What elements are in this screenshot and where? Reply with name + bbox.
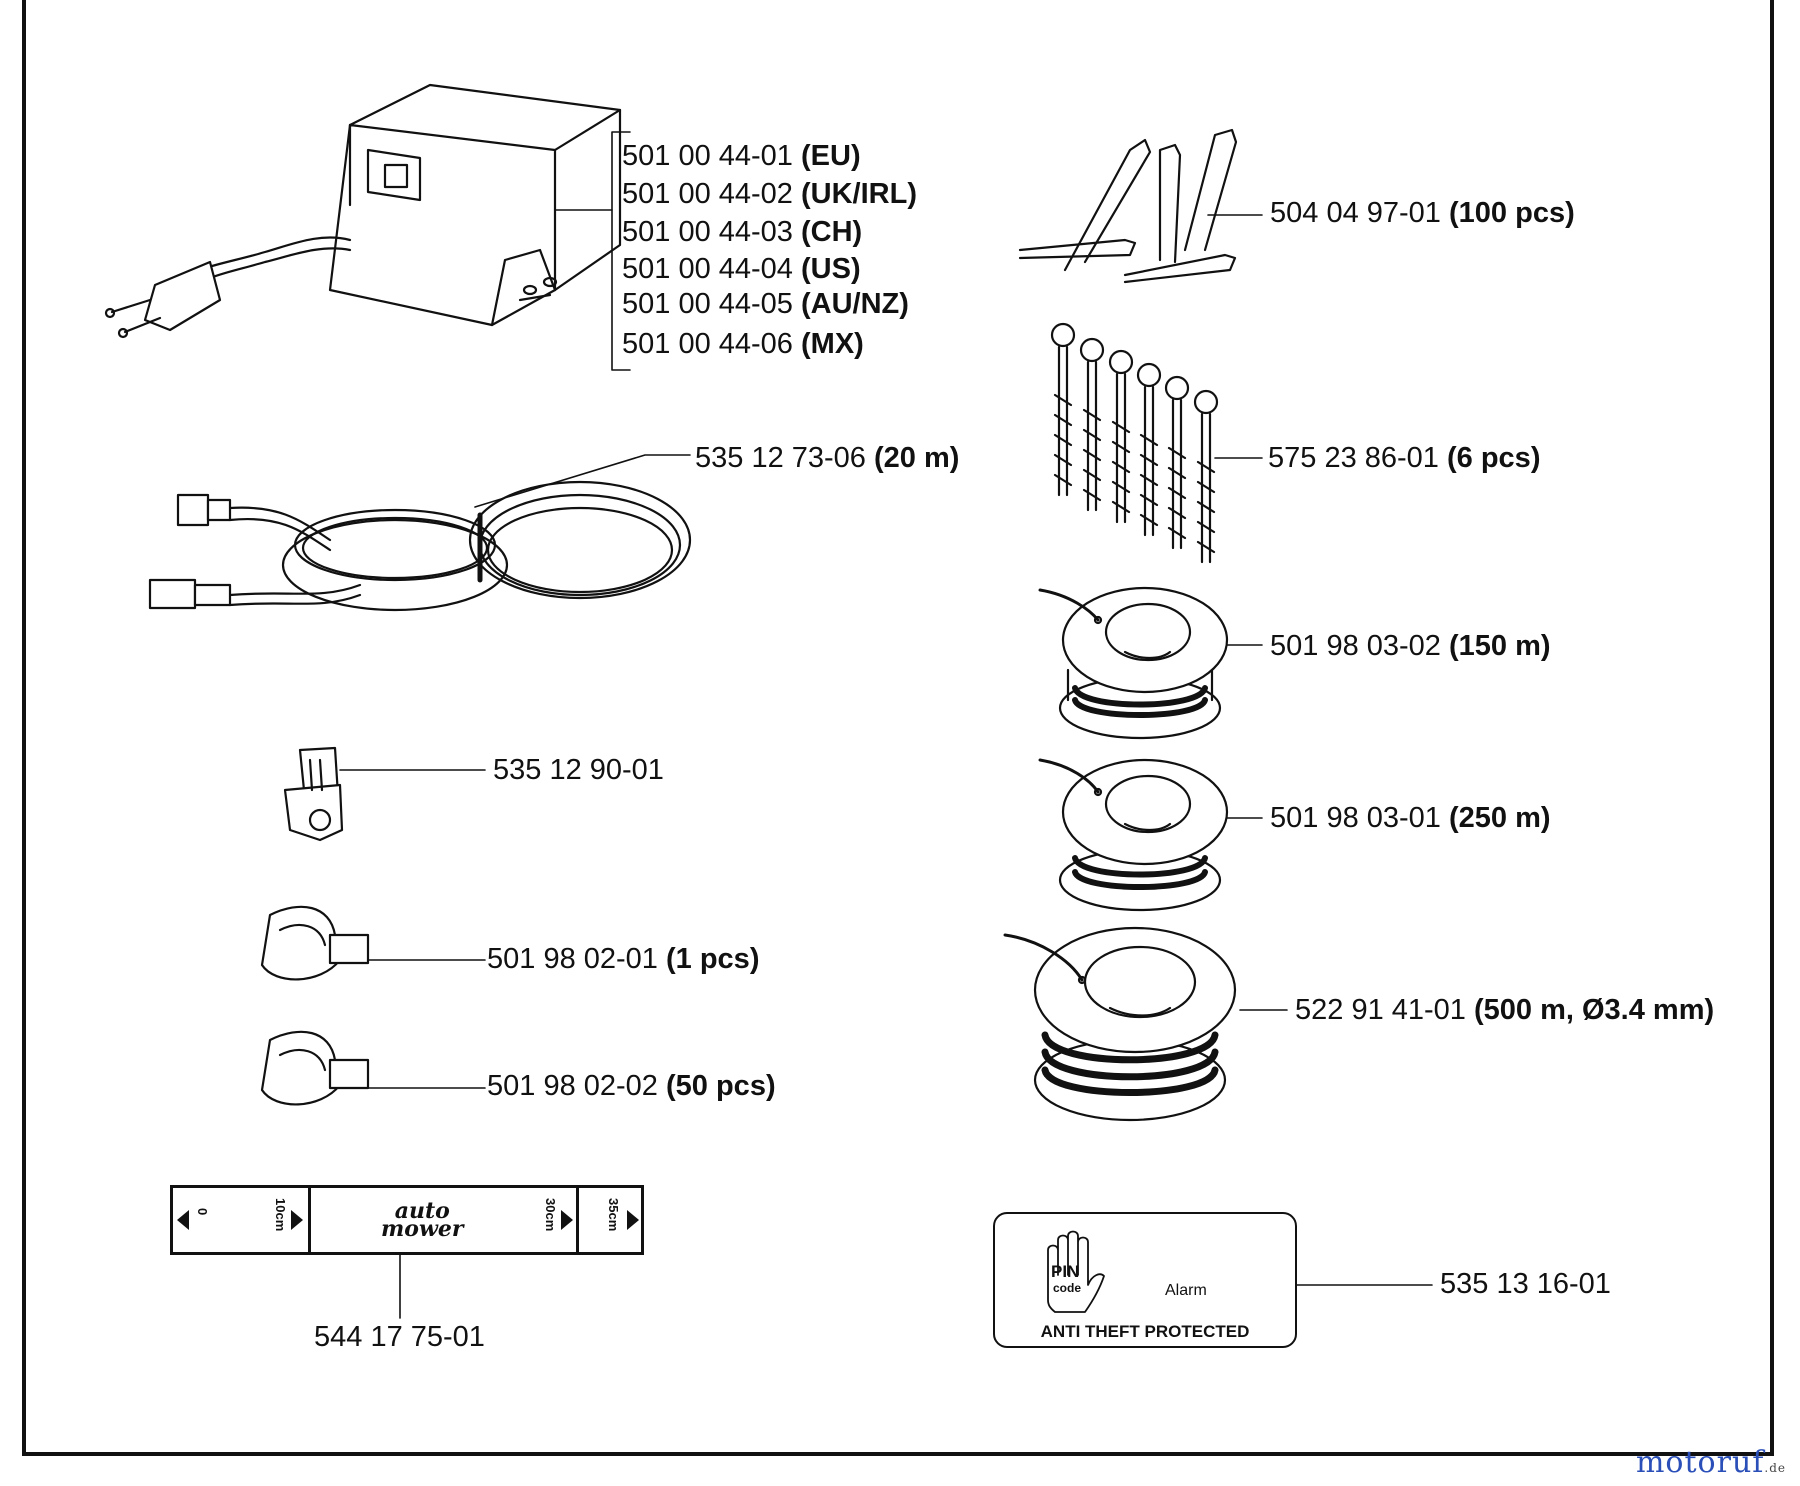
spool-250-drawing [1038, 758, 1229, 912]
gauge-mark-0: 0 [195, 1208, 210, 1216]
transformer-part-ch: 501 00 44-03 (CH) [622, 216, 863, 248]
decal-alarm-text: Alarm [1165, 1282, 1207, 1299]
measure-part-label: 544 17 75-01 [314, 1321, 485, 1353]
anti-theft-decal: PIN code Alarm ANTI THEFT PROTECTED [993, 1212, 1297, 1348]
decal-code-text: code [1053, 1281, 1082, 1295]
coupler-1-part-label: 501 98 02-01 (1 pcs) [487, 943, 760, 975]
decal-pin-text: PIN [1051, 1262, 1080, 1281]
gauge-mark-10cm: 10cm [273, 1198, 288, 1232]
transformer-drawing [104, 83, 622, 339]
transformer-part-mx: 501 00 44-06 (MX) [622, 328, 864, 360]
spool-500-part-label: 522 91 41-01 (500 m, Ø3.4 mm) [1295, 994, 1715, 1026]
drawing-frame [22, 0, 1774, 1456]
coupler-1-drawing [260, 905, 370, 981]
watermark-logo: motoruf.de [1635, 1445, 1786, 1480]
screws-drawing [1050, 322, 1219, 564]
coupler-50-part-label: 501 98 02-02 (50 pcs) [487, 1070, 776, 1102]
coupler-50-drawing [260, 1030, 370, 1106]
gauge-mark-30cm: 30cm [543, 1198, 558, 1232]
pegs-drawing [1018, 128, 1238, 284]
gauge-segment [308, 1188, 579, 1252]
decal-part-label: 535 13 16-01 [1440, 1268, 1611, 1300]
transformer-part-eu: 501 00 44-01 (EU) [622, 140, 861, 172]
spool-250-part-label: 501 98 03-01 (250 m) [1270, 802, 1551, 834]
clip-drawing [283, 746, 344, 842]
transformer-leader [554, 131, 631, 371]
gauge-segment [173, 1188, 311, 1252]
cable-leader [474, 454, 691, 508]
hand-icon [1047, 1230, 1105, 1313]
screws-part-label: 575 23 86-01 (6 pcs) [1268, 442, 1541, 474]
spool-150-drawing [1038, 586, 1229, 740]
gauge-arrows [177, 1210, 639, 1230]
transformer-part-au-nz: 501 00 44-05 (AU/NZ) [622, 288, 909, 320]
decal-protected-text: ANTI THEFT PROTECTED [1040, 1322, 1250, 1341]
gauge-mark-35cm: 35cm [606, 1198, 621, 1232]
transformer-part-uk-irl: 501 00 44-02 (UK/IRL) [622, 178, 917, 210]
pegs-part-label: 504 04 97-01 (100 pcs) [1270, 197, 1575, 229]
cable-part-label: 535 12 73-06 (20 m) [695, 442, 960, 474]
cable-drawing [148, 480, 692, 612]
clip-part-label: 535 12 90-01 [493, 754, 664, 786]
spool-500-drawing [1003, 926, 1237, 1122]
spool-150-part-label: 501 98 03-02 (150 m) [1270, 630, 1551, 662]
transformer-part-us: 501 00 44-04 (US) [622, 253, 861, 285]
